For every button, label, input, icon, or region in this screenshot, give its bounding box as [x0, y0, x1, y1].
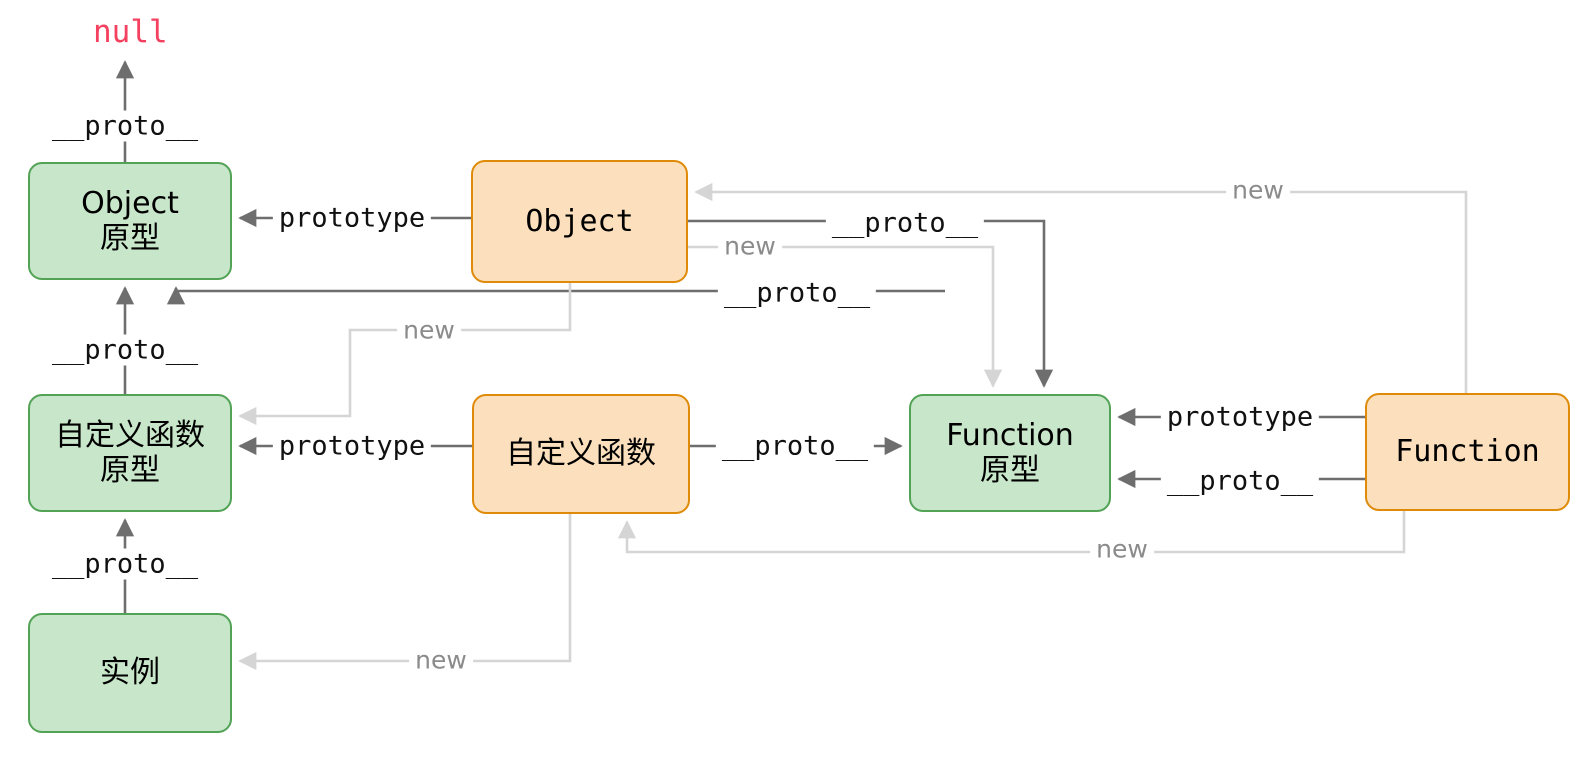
edge-label-prototype-function: prototype: [1160, 401, 1320, 433]
node-null: null: [93, 14, 168, 50]
edge-customfn-objectproto: [166, 286, 945, 305]
edge-label-proto-instance-customfnproto: __proto__: [45, 548, 205, 580]
edge-objectctor-functionproto-proto: [688, 219, 1054, 388]
node-object-constructor-label: Object: [525, 203, 634, 239]
edge-label-new-function-customfn: new: [1090, 534, 1154, 564]
edge-label-proto-object-functionproto: __proto__: [825, 207, 985, 239]
node-instance[interactable]: 实例: [28, 613, 232, 733]
edge-label-proto-customfn-functionproto: __proto__: [715, 430, 875, 462]
edge-label-new-customfn-instance: new: [409, 645, 473, 675]
edge-customfn-instance-new: [238, 514, 572, 671]
node-function-constructor-label: Function: [1395, 434, 1540, 470]
node-object-constructor[interactable]: Object: [471, 160, 688, 283]
node-custom-function-prototype-label: 自定义函数 原型: [55, 417, 205, 488]
node-custom-function[interactable]: 自定义函数: [472, 394, 690, 514]
node-object-prototype-label: Object 原型: [81, 185, 179, 256]
node-object-prototype[interactable]: Object 原型: [28, 162, 232, 280]
edge-label-new-object-functionproto: new: [718, 231, 782, 261]
edge-label-proto-customfnproto-objectproto: __proto__: [45, 334, 205, 366]
edge-label-proto-function-functionproto: __proto__: [1160, 465, 1320, 497]
node-custom-function-prototype[interactable]: 自定义函数 原型: [28, 394, 232, 512]
edge-label-new-object-customfnproto: new: [397, 315, 461, 345]
edge-label-proto-customfn-objectproto: __proto__: [717, 277, 877, 309]
node-custom-function-label: 自定义函数: [506, 436, 656, 472]
node-instance-label: 实例: [100, 655, 160, 691]
edge-label-new-function-object: new: [1226, 175, 1290, 205]
node-function-prototype[interactable]: Function 原型: [909, 394, 1111, 512]
node-function-constructor[interactable]: Function: [1365, 393, 1570, 511]
edge-label-proto-objectproto-null: __proto__: [45, 110, 205, 142]
edge-functionctor-objectctor-new: [694, 182, 1468, 393]
edge-objectctor-functionproto-new: [688, 245, 1003, 388]
edge-functionctor-customfn-new: [617, 511, 1406, 554]
edge-label-prototype-customfn: prototype: [272, 430, 432, 462]
edge-label-prototype-object: prototype: [272, 202, 432, 234]
edge-objectctor-customfnproto-new: [238, 283, 572, 426]
node-function-prototype-label: Function 原型: [946, 417, 1074, 488]
